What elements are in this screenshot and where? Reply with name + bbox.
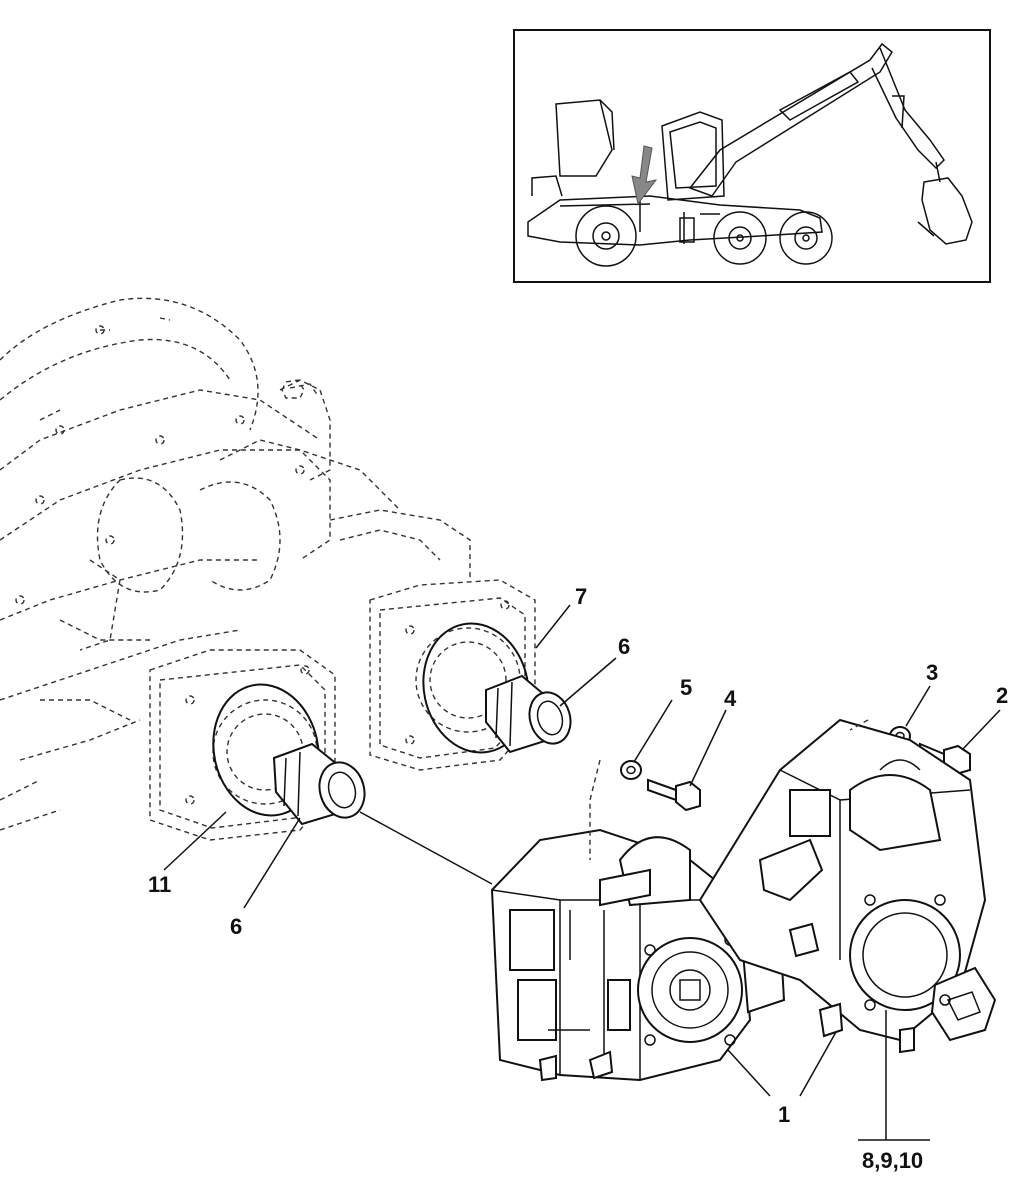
hydraulic-pump-left [490,828,786,1082]
location-arrow-icon [631,145,658,206]
callout-6-upper: 6 [618,634,630,659]
callout-5: 5 [680,675,692,700]
transmission-housing [0,297,536,841]
leader-lines [163,604,1001,1141]
callout-6-lower: 6 [230,914,242,939]
callout-7: 7 [575,584,587,609]
hydraulic-pump-right [698,718,997,1054]
inset-frame [513,29,991,283]
callout-3: 3 [926,660,938,685]
callout-1: 1 [778,1102,790,1127]
o-ring-lower [212,683,320,817]
washer-5 [620,760,642,780]
bolt-4 [647,778,701,812]
callout-labels: 7 6 5 4 3 2 11 6 1 8,9,10 [148,584,1008,1173]
callout-2: 2 [996,683,1008,708]
callout-11: 11 [148,872,171,897]
coupling-upper [485,674,572,754]
callout-4: 4 [724,686,737,711]
o-ring-upper [422,622,530,754]
coupling-lower [272,742,366,826]
callout-8-9-10: 8,9,10 [862,1148,923,1173]
harvester-machine-icon [527,42,973,267]
locator-inset [513,29,991,283]
